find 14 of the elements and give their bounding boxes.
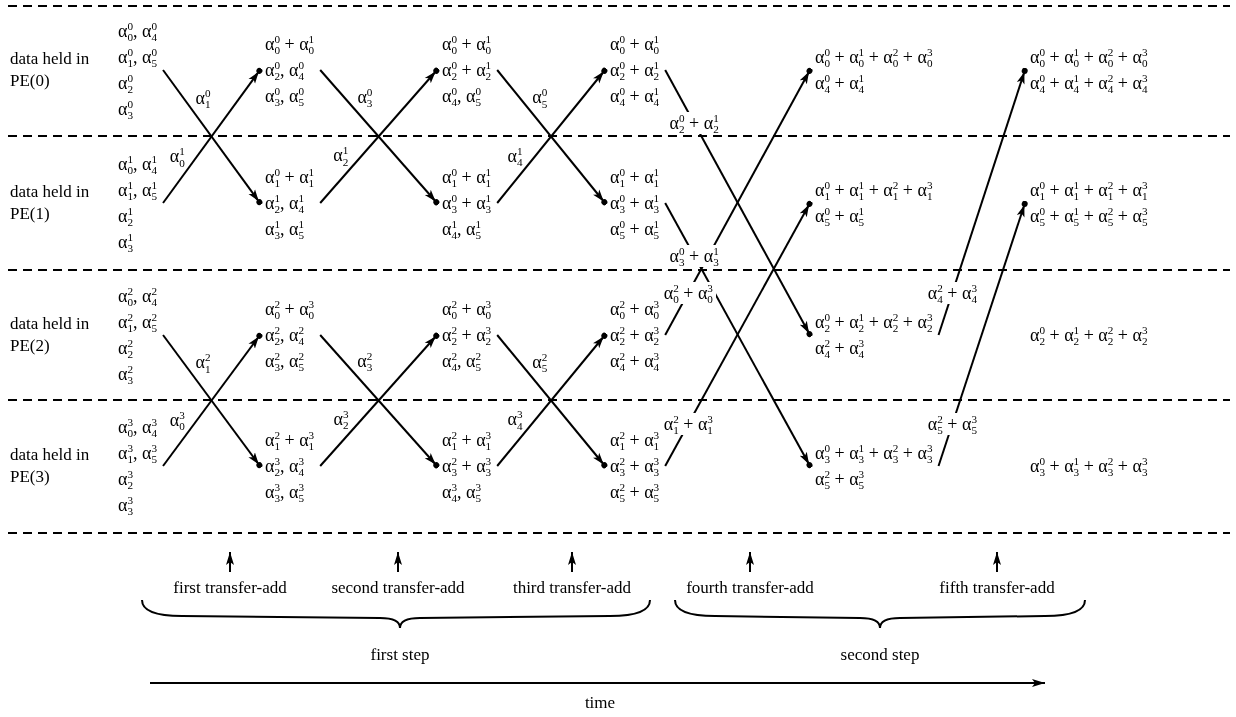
row-label: data held in PE(1): [10, 181, 90, 225]
step-label: first transfer-add: [173, 578, 287, 598]
step-label: fourth transfer-add: [686, 578, 814, 598]
step-label: second step: [840, 645, 920, 665]
arrow: [937, 67, 1028, 336]
row-label: data held in PE(3): [10, 444, 90, 488]
arrow: [937, 200, 1028, 467]
step-label: fifth transfer-add: [939, 578, 1055, 598]
step-label: third transfer-add: [512, 578, 632, 598]
step-label: second transfer-add: [331, 578, 465, 598]
axis-label: time: [584, 693, 616, 713]
row-label: data held in PE(0): [10, 48, 90, 92]
step-label: first step: [370, 645, 430, 665]
row-label: data held in PE(2): [10, 313, 90, 357]
